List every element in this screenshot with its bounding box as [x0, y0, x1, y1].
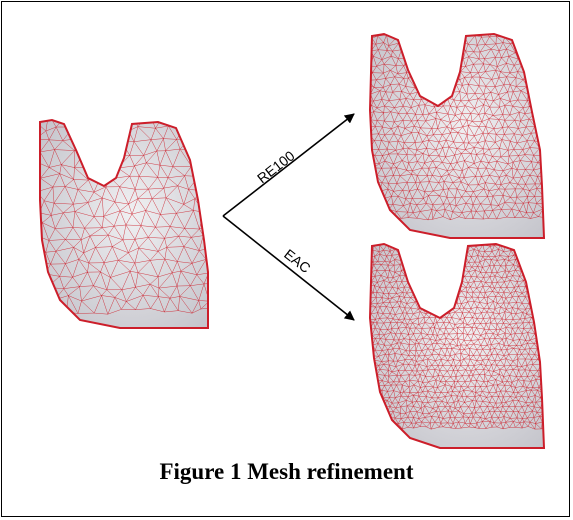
arrow-lower [223, 216, 354, 320]
refinement-arrows: RE100 EAC [223, 114, 354, 320]
original-mesh [33, 113, 229, 328]
arrow-label-upper: RE100 [254, 147, 298, 186]
eac-mesh [365, 239, 557, 448]
figure-caption: Figure 1 Mesh refinement [0, 459, 573, 485]
re100-mesh [364, 28, 556, 238]
arrow-label-lower: EAC [281, 246, 314, 276]
